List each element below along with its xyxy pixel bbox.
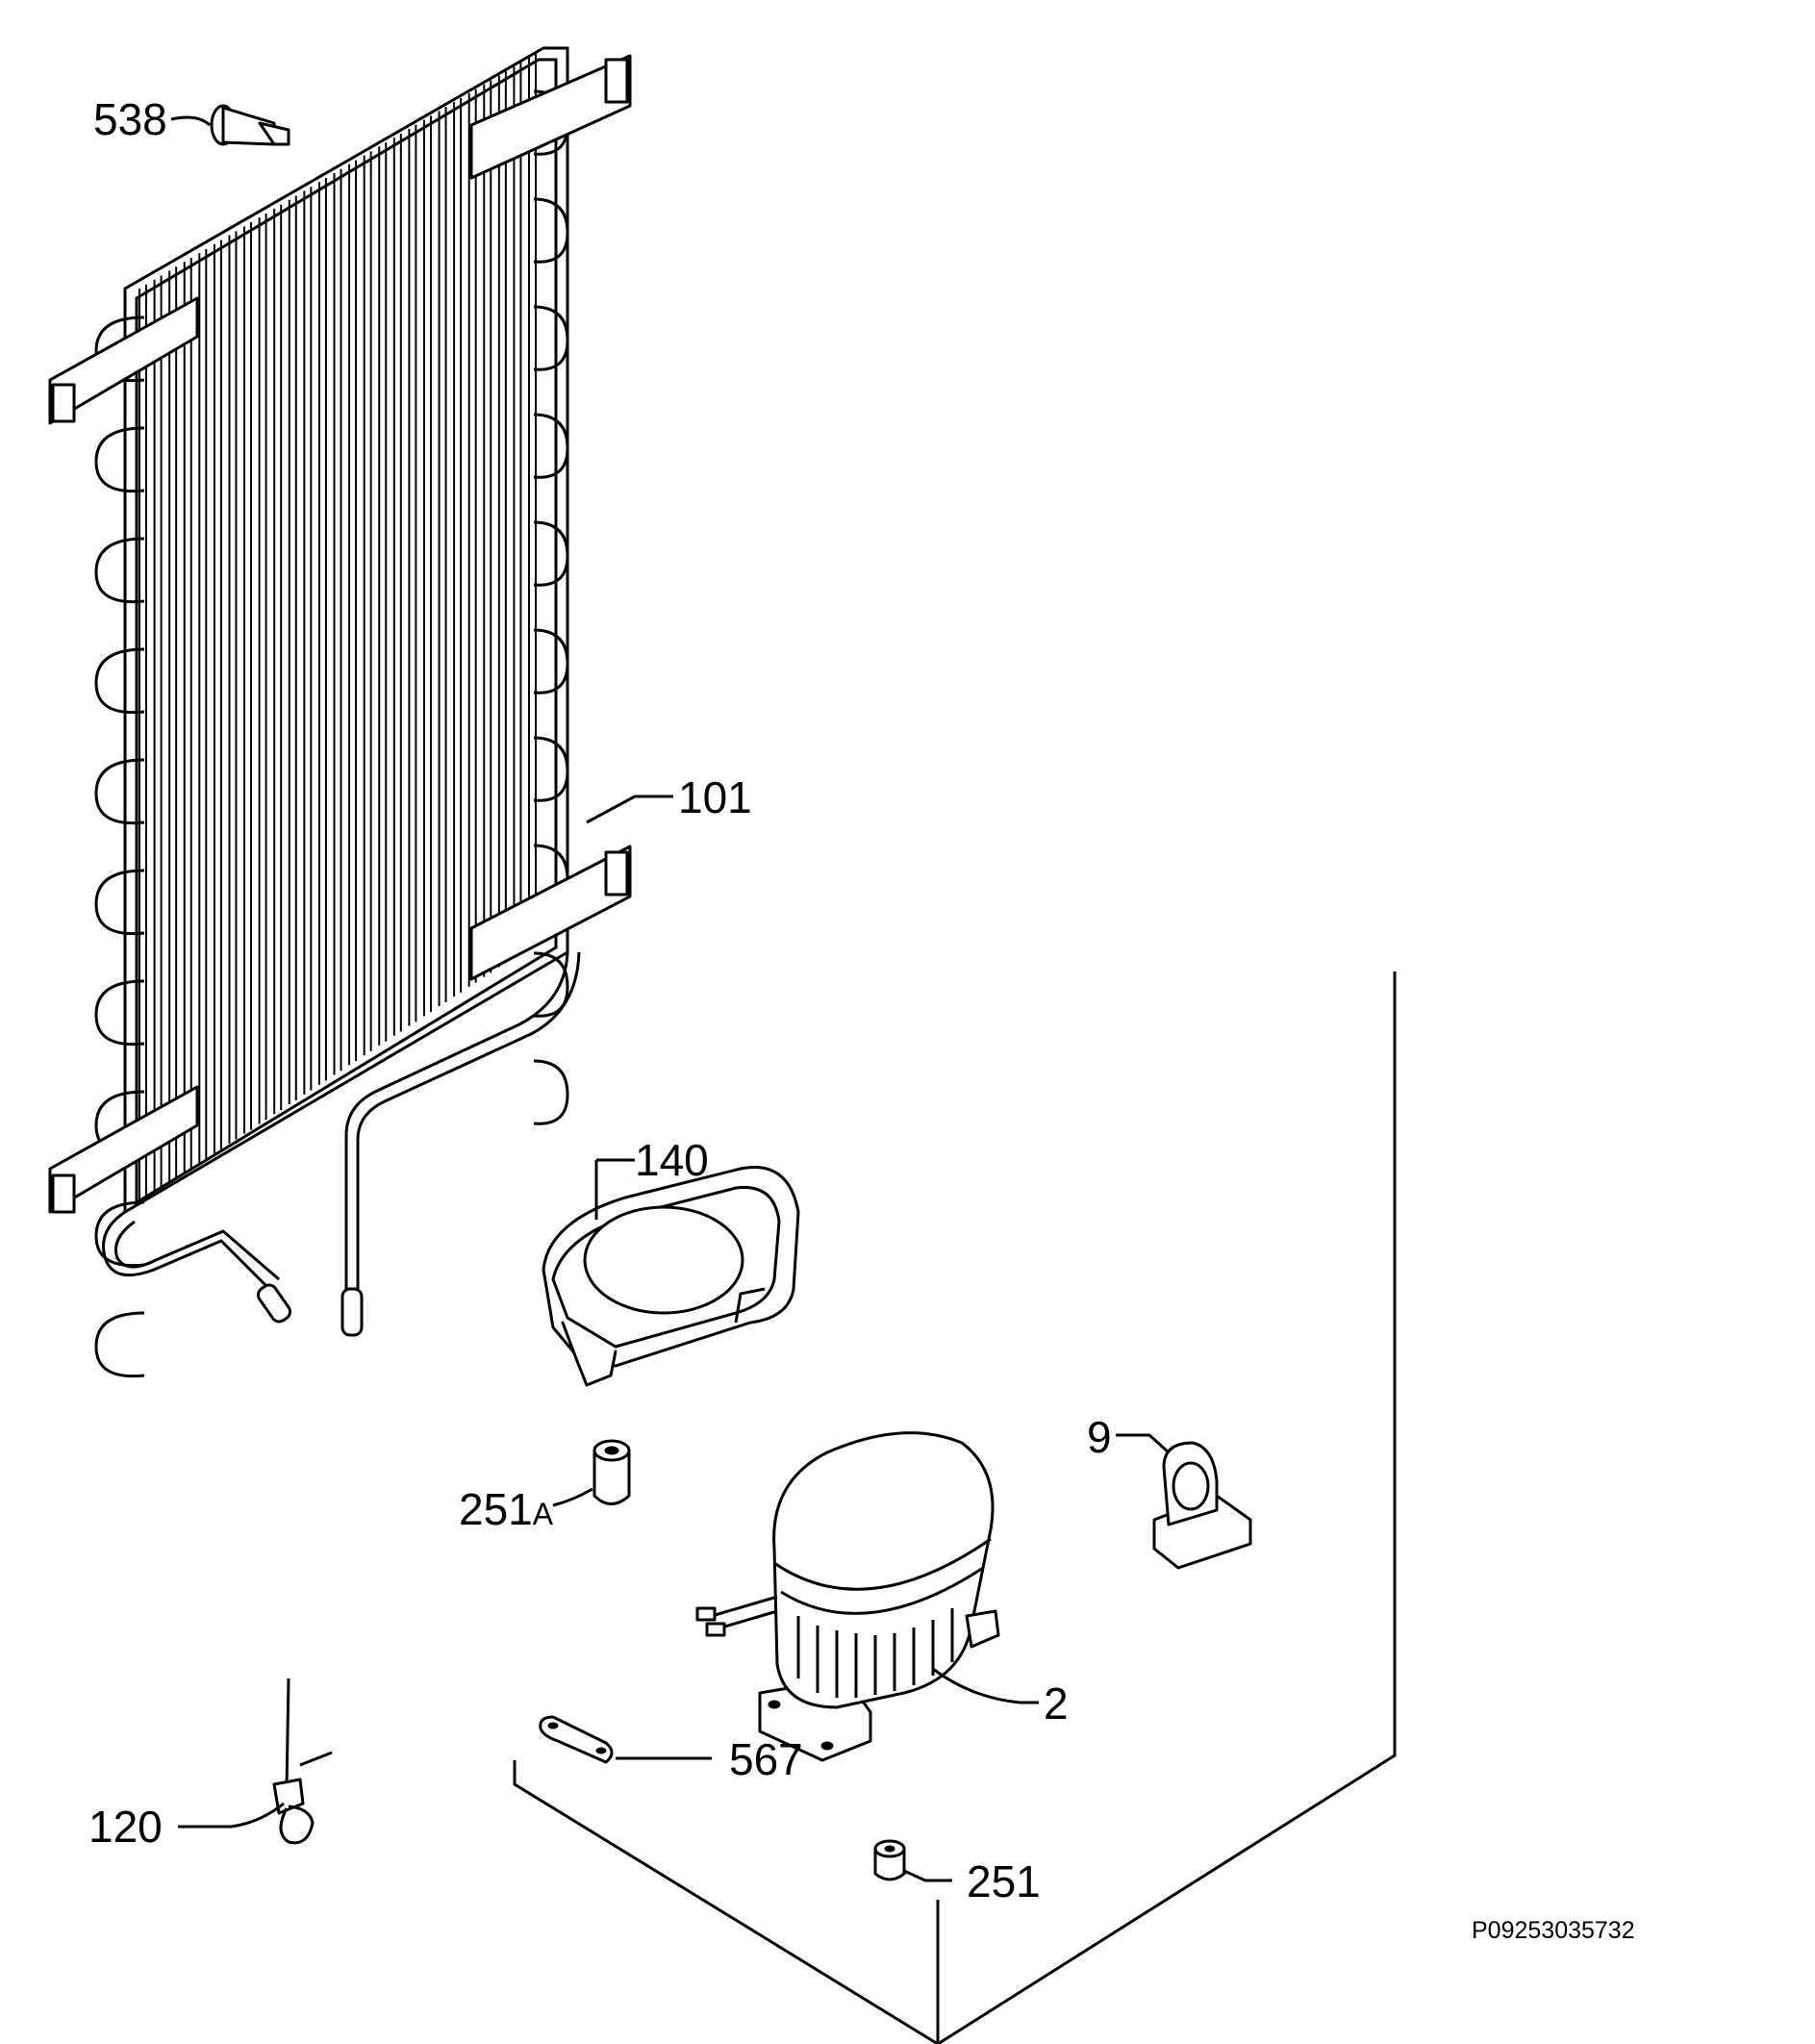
condenser-loop-left [94, 1200, 145, 1268]
condenser-loop-right [533, 736, 569, 802]
label-9: 9 [1087, 1412, 1112, 1462]
condenser-loop-right [533, 413, 569, 479]
condenser-loop-right [533, 628, 569, 694]
bracket-tab [604, 850, 629, 896]
condenser-loop-right [533, 305, 569, 371]
condenser-bracket-top-left [48, 296, 199, 425]
condenser-bracket-bottom-left [48, 1085, 199, 1214]
part-251a-grommet [552, 1439, 631, 1507]
bracket-tab [604, 58, 629, 104]
condenser-loop-left [94, 426, 145, 493]
condenser-loop-left [94, 869, 145, 936]
condenser-loop-left [94, 647, 145, 715]
leader-538 [170, 115, 212, 127]
condenser-loop-left [94, 979, 145, 1047]
leader-251 [903, 1869, 952, 1882]
condenser-loop-right [533, 951, 569, 1018]
reference-code: P09253035732 [1472, 1917, 1635, 1944]
condenser-loop-right [533, 520, 569, 587]
condenser-loop-right [533, 1059, 569, 1125]
bracket-tab [51, 1173, 76, 1214]
cabinet-outline [513, 972, 1397, 2044]
part-567-bracket [539, 1715, 712, 1764]
label-251: 251 [967, 1856, 1041, 1906]
condenser-loop-left [94, 758, 145, 825]
tube-end-cap [340, 1287, 364, 1337]
condenser-bracket-bottom-right [469, 845, 632, 981]
part-140-drip-tray [542, 1158, 800, 1387]
leader-120 [178, 1802, 285, 1829]
part-9-clamp [1116, 1433, 1252, 1570]
label-2: 2 [1044, 1678, 1069, 1729]
label-101: 101 [678, 772, 752, 822]
leader-9 [1116, 1433, 1171, 1454]
leader-251a [552, 1487, 593, 1507]
part-538-plug [170, 104, 290, 146]
condenser [48, 46, 673, 1378]
condenser-bracket-top-right [469, 54, 632, 180]
condenser-loop-left [94, 537, 145, 604]
leader-101 [586, 795, 673, 824]
bracket-tab [51, 383, 76, 423]
leader-2 [932, 1667, 1039, 1704]
tube-end-cap [256, 1283, 292, 1324]
leader-140 [594, 1158, 635, 1220]
condenser-loop-right [533, 197, 569, 264]
condenser-outlet-tube [344, 951, 569, 1313]
label-120: 120 [88, 1802, 163, 1852]
label-538: 538 [93, 94, 167, 144]
label-567: 567 [729, 1734, 803, 1784]
label-140: 140 [635, 1135, 709, 1185]
part-120-capillary [178, 1678, 333, 1845]
part-251-grommet [873, 1839, 952, 1882]
part-2-compressor [695, 1431, 1039, 1762]
condenser-loop-left [94, 1311, 145, 1378]
label-251a: 251A [459, 1484, 554, 1534]
